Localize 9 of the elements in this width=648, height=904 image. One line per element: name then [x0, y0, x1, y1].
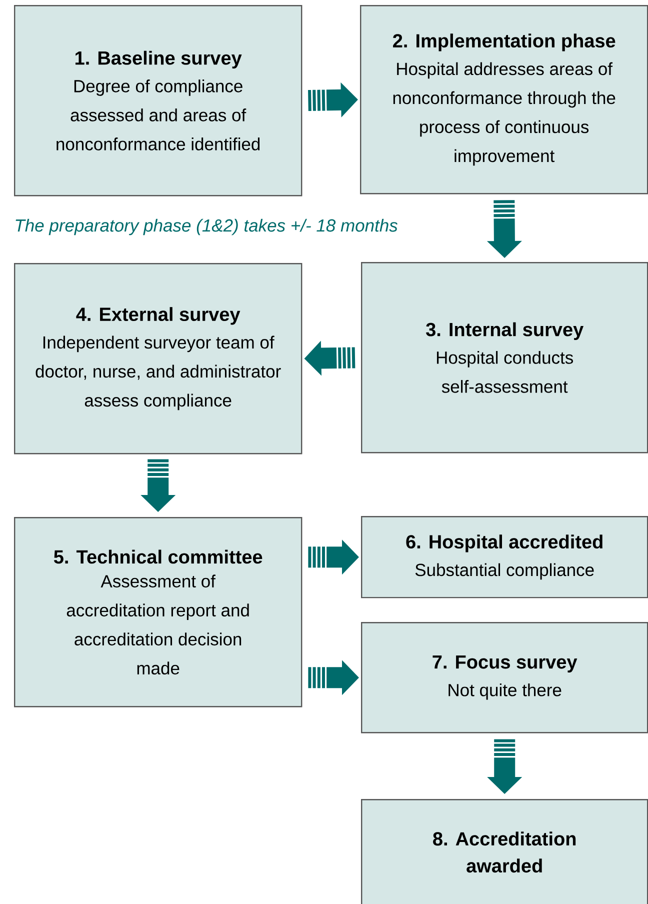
- phase-note: The preparatory phase (1&2) takes +/- 18 months: [16, 218, 398, 236]
- process-box: 6. Hospital accredited Substantial compliance: [361, 516, 648, 598]
- process-box: 8. Accreditation awarded: [361, 799, 648, 904]
- process-box: 3. Internal survey Hospital conducts self-assessment: [361, 262, 648, 454]
- process-box: 5. Technical committee Assessment of accreditation report and accreditation decision made: [14, 517, 302, 708]
- process-box: 7. Focus survey Not quite there: [361, 622, 648, 734]
- process-box: 1. Baseline survey Degree of compliance assessed and areas of nonconformance identified: [14, 5, 302, 196]
- process-box: 4. External survey Independent surveyor team of doctor, nurse, and administrator assess compliance: [14, 263, 302, 454]
- process-box: 2. Implementation phase Hospital addresses areas of nonconformance through the process of continuous improvement: [360, 5, 648, 194]
